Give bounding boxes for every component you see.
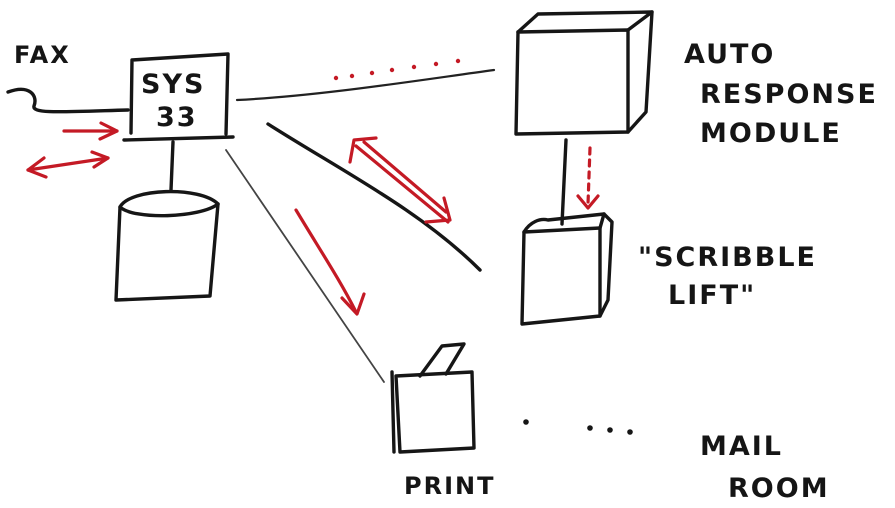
fax-label: FAX	[14, 41, 71, 69]
sys33-label-line1: SYS	[141, 69, 205, 100]
fax-out-arrowhead-right	[90, 150, 110, 169]
auto-to-scribble-red-dashed	[586, 146, 592, 206]
mail-room-label-2: ROOM	[728, 473, 830, 504]
database-node	[114, 140, 220, 302]
scribble-lift-label-1: "SCRIBBLE	[638, 242, 817, 273]
sys33-node: SYS 33	[122, 52, 235, 142]
red-dotted-line	[333, 58, 461, 81]
db-cylinder-top	[118, 189, 220, 218]
auto-response-cube-top	[516, 10, 654, 34]
sys33-label-line2: 33	[156, 102, 198, 133]
red-dot-6	[433, 61, 439, 67]
sys33-to-auto-response-line	[235, 68, 496, 102]
red-dot-2	[349, 73, 355, 79]
connection-lines	[225, 68, 496, 383]
fax-in-arrowhead	[98, 121, 119, 141]
printer-body	[394, 370, 476, 454]
scribble-lift-top	[522, 212, 606, 234]
fax-line	[6, 87, 130, 114]
red-dot-4	[389, 67, 395, 73]
auto-to-scribble-red-arrowhead	[576, 194, 600, 210]
mail-dot-2	[587, 425, 593, 431]
printer-paper	[418, 342, 466, 378]
fax-red-arrows	[26, 121, 119, 179]
sys33-base-line	[122, 135, 235, 142]
scribble-double-arrow	[348, 136, 452, 224]
mail-dot-3	[607, 427, 613, 433]
auto-response-label-2: RESPONSE	[700, 79, 878, 110]
db-cylinder-body	[114, 202, 220, 302]
red-dot-7	[455, 58, 461, 64]
scribble-lift-side	[598, 212, 614, 318]
auto-response-cube-side	[626, 10, 654, 134]
fax-input: FAX	[6, 41, 130, 114]
mail-dot-4	[627, 429, 633, 435]
auto-response-label-3: MODULE	[700, 118, 842, 149]
print-arrowhead	[340, 292, 366, 316]
printer-node: PRINT	[390, 342, 495, 500]
sys33-box	[129, 52, 230, 136]
printer-base	[390, 370, 396, 454]
fax-out-arrowhead-left	[26, 156, 48, 179]
auto-response-cube-front	[514, 28, 630, 136]
print-label: PRINT	[404, 472, 495, 500]
print-to-mailroom-dots	[523, 419, 633, 435]
scribble-arrowhead-top	[348, 136, 378, 164]
red-dot-5	[411, 64, 417, 70]
mail-room-node: MAIL ROOM	[700, 431, 830, 504]
sys33-to-print-line	[225, 149, 385, 383]
scribble-arrowhead-bottom	[424, 196, 452, 224]
mail-dot-1	[523, 419, 529, 425]
auto-to-scribble	[560, 138, 600, 226]
fax-out-arrow	[26, 156, 110, 172]
auto-response-label-1: AUTO	[684, 39, 775, 70]
print-red-arrow	[294, 208, 366, 316]
auto-response-node: AUTO RESPONSE MODULE	[514, 10, 878, 149]
sys33-to-scribble-lift-line	[266, 122, 482, 272]
mail-room-label-1: MAIL	[700, 431, 783, 462]
scribble-arrow-shaft-2	[362, 140, 448, 214]
db-connector	[169, 140, 175, 192]
scribble-lift-front	[520, 226, 602, 326]
auto-to-scribble-connector	[560, 138, 568, 226]
scribble-arrow-shaft	[354, 144, 450, 224]
red-dot-1	[333, 75, 339, 81]
scribble-lift-node: "SCRIBBLE LIFT"	[520, 212, 817, 326]
red-dot-3	[369, 70, 375, 76]
print-arrow-shaft	[294, 208, 358, 314]
scribble-lift-label-2: LIFT"	[668, 280, 756, 311]
